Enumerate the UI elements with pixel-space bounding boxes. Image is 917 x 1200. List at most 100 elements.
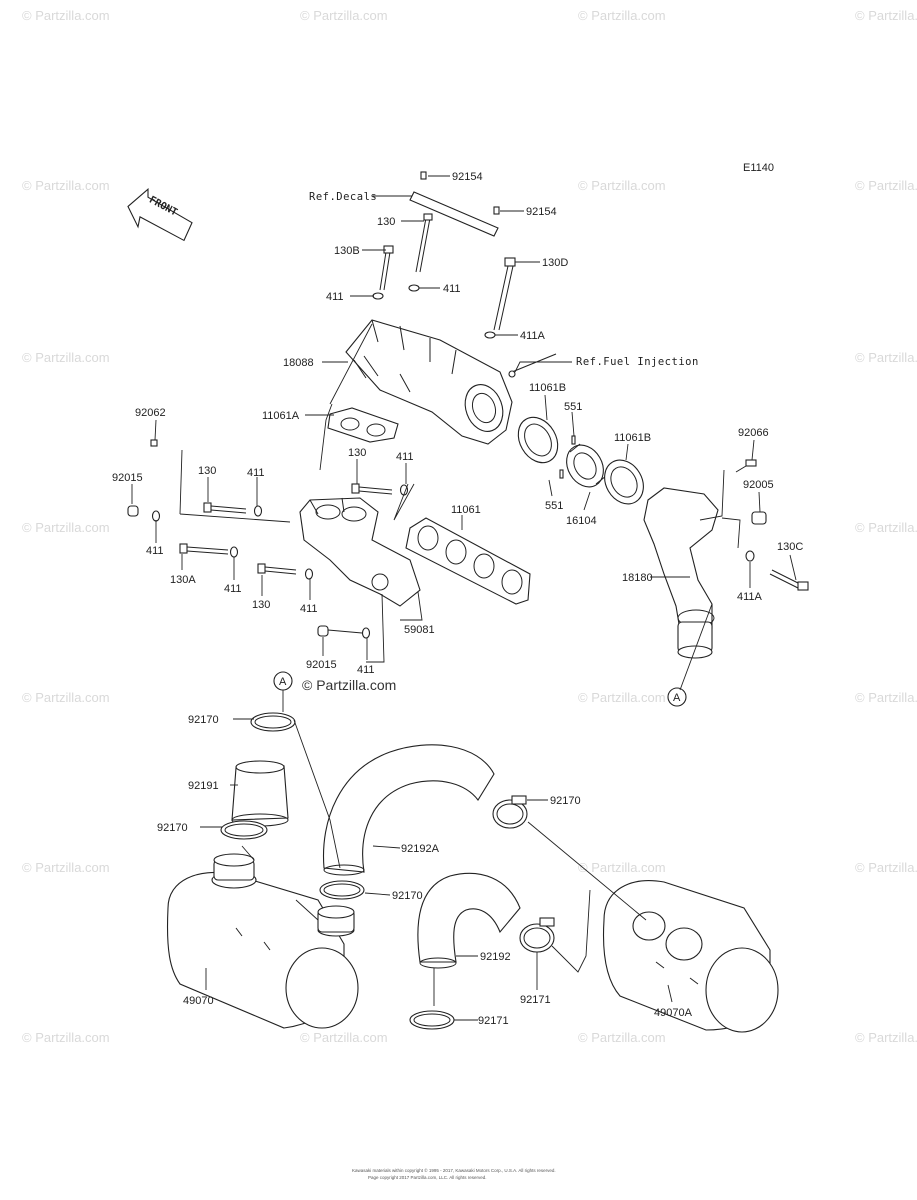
part-label-18088: 18088 (283, 357, 314, 369)
hose-clamp-92171-b (409, 1010, 455, 1030)
exhaust-manifold-18088 (345, 319, 513, 445)
watermark: © Partzilla.com (855, 8, 917, 23)
watermark: © Partzilla.com (855, 178, 917, 193)
part-label-92062: 92062 (135, 407, 166, 419)
part-label-16104: 16104 (566, 515, 597, 527)
part-label-49070A: 49070A (654, 1007, 693, 1019)
part-label-11061B: 11061B (614, 432, 651, 444)
bolt-92154-a (420, 171, 427, 180)
bolt-130C (769, 569, 809, 591)
part-label-92154: 92154 (526, 206, 557, 218)
hose-92192A (322, 744, 495, 876)
washer-411-f (304, 568, 314, 580)
part-label-411: 411 (247, 467, 265, 479)
part-label-92191: 92191 (188, 780, 219, 792)
part-label-130A: 130A (170, 574, 196, 586)
footer-copyright-2: Page copyright 2017 Partzilla.com, LLC. … (368, 1175, 487, 1180)
part-label-411: 411 (146, 545, 164, 557)
front-arrow-icon: FRONT (127, 187, 193, 242)
pipe-16104 (566, 443, 607, 488)
watermark: © Partzilla.com (578, 690, 666, 705)
part-label-92170: 92170 (157, 822, 188, 834)
callout-A-left: A (273, 671, 293, 691)
decal-plate (409, 191, 499, 237)
washer-411-c (151, 510, 161, 522)
ref-fuel-injection-label: Ref.Fuel Injection (576, 356, 699, 368)
watermark: © Partzilla.com (855, 860, 917, 875)
part-label-411: 411 (357, 664, 375, 676)
part-label-130C: 130C (777, 541, 803, 553)
hose-92191 (231, 760, 289, 827)
pin-551-a (571, 435, 576, 445)
part-label-411: 411 (224, 583, 242, 595)
footer-copyright: Kawasaki materials within copyright © 19… (352, 1167, 556, 1173)
watermark: © Partzilla.com (22, 860, 110, 875)
part-label-92015: 92015 (112, 472, 143, 484)
bolt-130-top (415, 213, 433, 273)
part-label-92192A: 92192A (401, 843, 440, 855)
center-watermark: © Partzilla.com (302, 677, 396, 693)
bolt-130B (379, 245, 394, 291)
watermark: © Partzilla.com (855, 690, 917, 705)
part-label-92171: 92171 (520, 994, 551, 1006)
hose-clamp-92170-a (250, 712, 296, 732)
cap-92015-a (127, 505, 139, 517)
part-label-18180: 18180 (622, 572, 653, 584)
watermark: © Partzilla.com (22, 520, 110, 535)
watermark: © Partzilla.com (22, 8, 110, 23)
watermark: © Partzilla.com (22, 1030, 110, 1045)
part-labels: 92154 92154 130 130B 130D 411 411 411A 1… (112, 171, 803, 1027)
watermark: © Partzilla.com (22, 350, 110, 365)
gasket-11061A (327, 407, 399, 443)
bolt-130-b (257, 563, 297, 575)
washer-411-a (372, 292, 384, 300)
bolt-130-m (203, 502, 247, 514)
leader-lines (131, 175, 797, 1021)
pin-551-b (559, 469, 564, 479)
washer-411-d (253, 505, 263, 517)
part-label-92154: 92154 (452, 171, 483, 183)
gasket-11061B-b (604, 459, 644, 505)
bolt-130-t (351, 483, 393, 495)
callout-A-label: A (673, 692, 681, 704)
fuel-injection-fitting (508, 353, 557, 378)
hose-92192 (417, 872, 521, 969)
part-label-92005: 92005 (743, 479, 774, 491)
part-label-92192: 92192 (480, 951, 511, 963)
part-label-92170: 92170 (392, 890, 423, 902)
bolt-130A (179, 543, 229, 555)
ref-decals-label: Ref.Decals (309, 191, 377, 203)
hose-clamp-92170-c (492, 795, 528, 829)
part-label-130: 130 (252, 599, 270, 611)
watermark: © Partzilla.com (578, 860, 666, 875)
part-label-59081: 59081 (404, 624, 435, 636)
gasket-11061 (405, 517, 531, 605)
watermark: © Partzilla.com (300, 8, 388, 23)
part-label-92170: 92170 (550, 795, 581, 807)
muffler-49070A (603, 880, 779, 1033)
washer-411-h (361, 627, 371, 639)
part-label-411A: 411A (737, 591, 763, 603)
part-label-130: 130 (198, 465, 216, 477)
outlet-pipe-18180 (643, 487, 719, 659)
part-label-130: 130 (348, 447, 366, 459)
callout-A-label: A (279, 676, 287, 688)
watermark: © Partzilla.com (22, 690, 110, 705)
part-label-411A: 411A (520, 330, 546, 342)
watermark: © Partzilla.com (855, 350, 917, 365)
part-label-411: 411 (326, 291, 344, 303)
washer-411-e (229, 546, 239, 558)
fitting-92005 (751, 511, 767, 525)
bolt-92062 (150, 439, 158, 447)
hose-clamp-92170-d (319, 880, 365, 900)
part-label-11061: 11061 (451, 504, 481, 516)
watermark: © Partzilla.com (22, 178, 110, 193)
background-watermarks: © Partzilla.com © Partzilla.com © Partzi… (22, 8, 917, 1045)
part-label-49070: 49070 (183, 995, 214, 1007)
watermark: © Partzilla.com (578, 8, 666, 23)
diagram-code: E1140 (743, 162, 774, 174)
part-label-11061B: 11061B (529, 382, 566, 394)
washer-411A-b (745, 550, 755, 562)
hose-clamp-92171-a (519, 917, 555, 953)
